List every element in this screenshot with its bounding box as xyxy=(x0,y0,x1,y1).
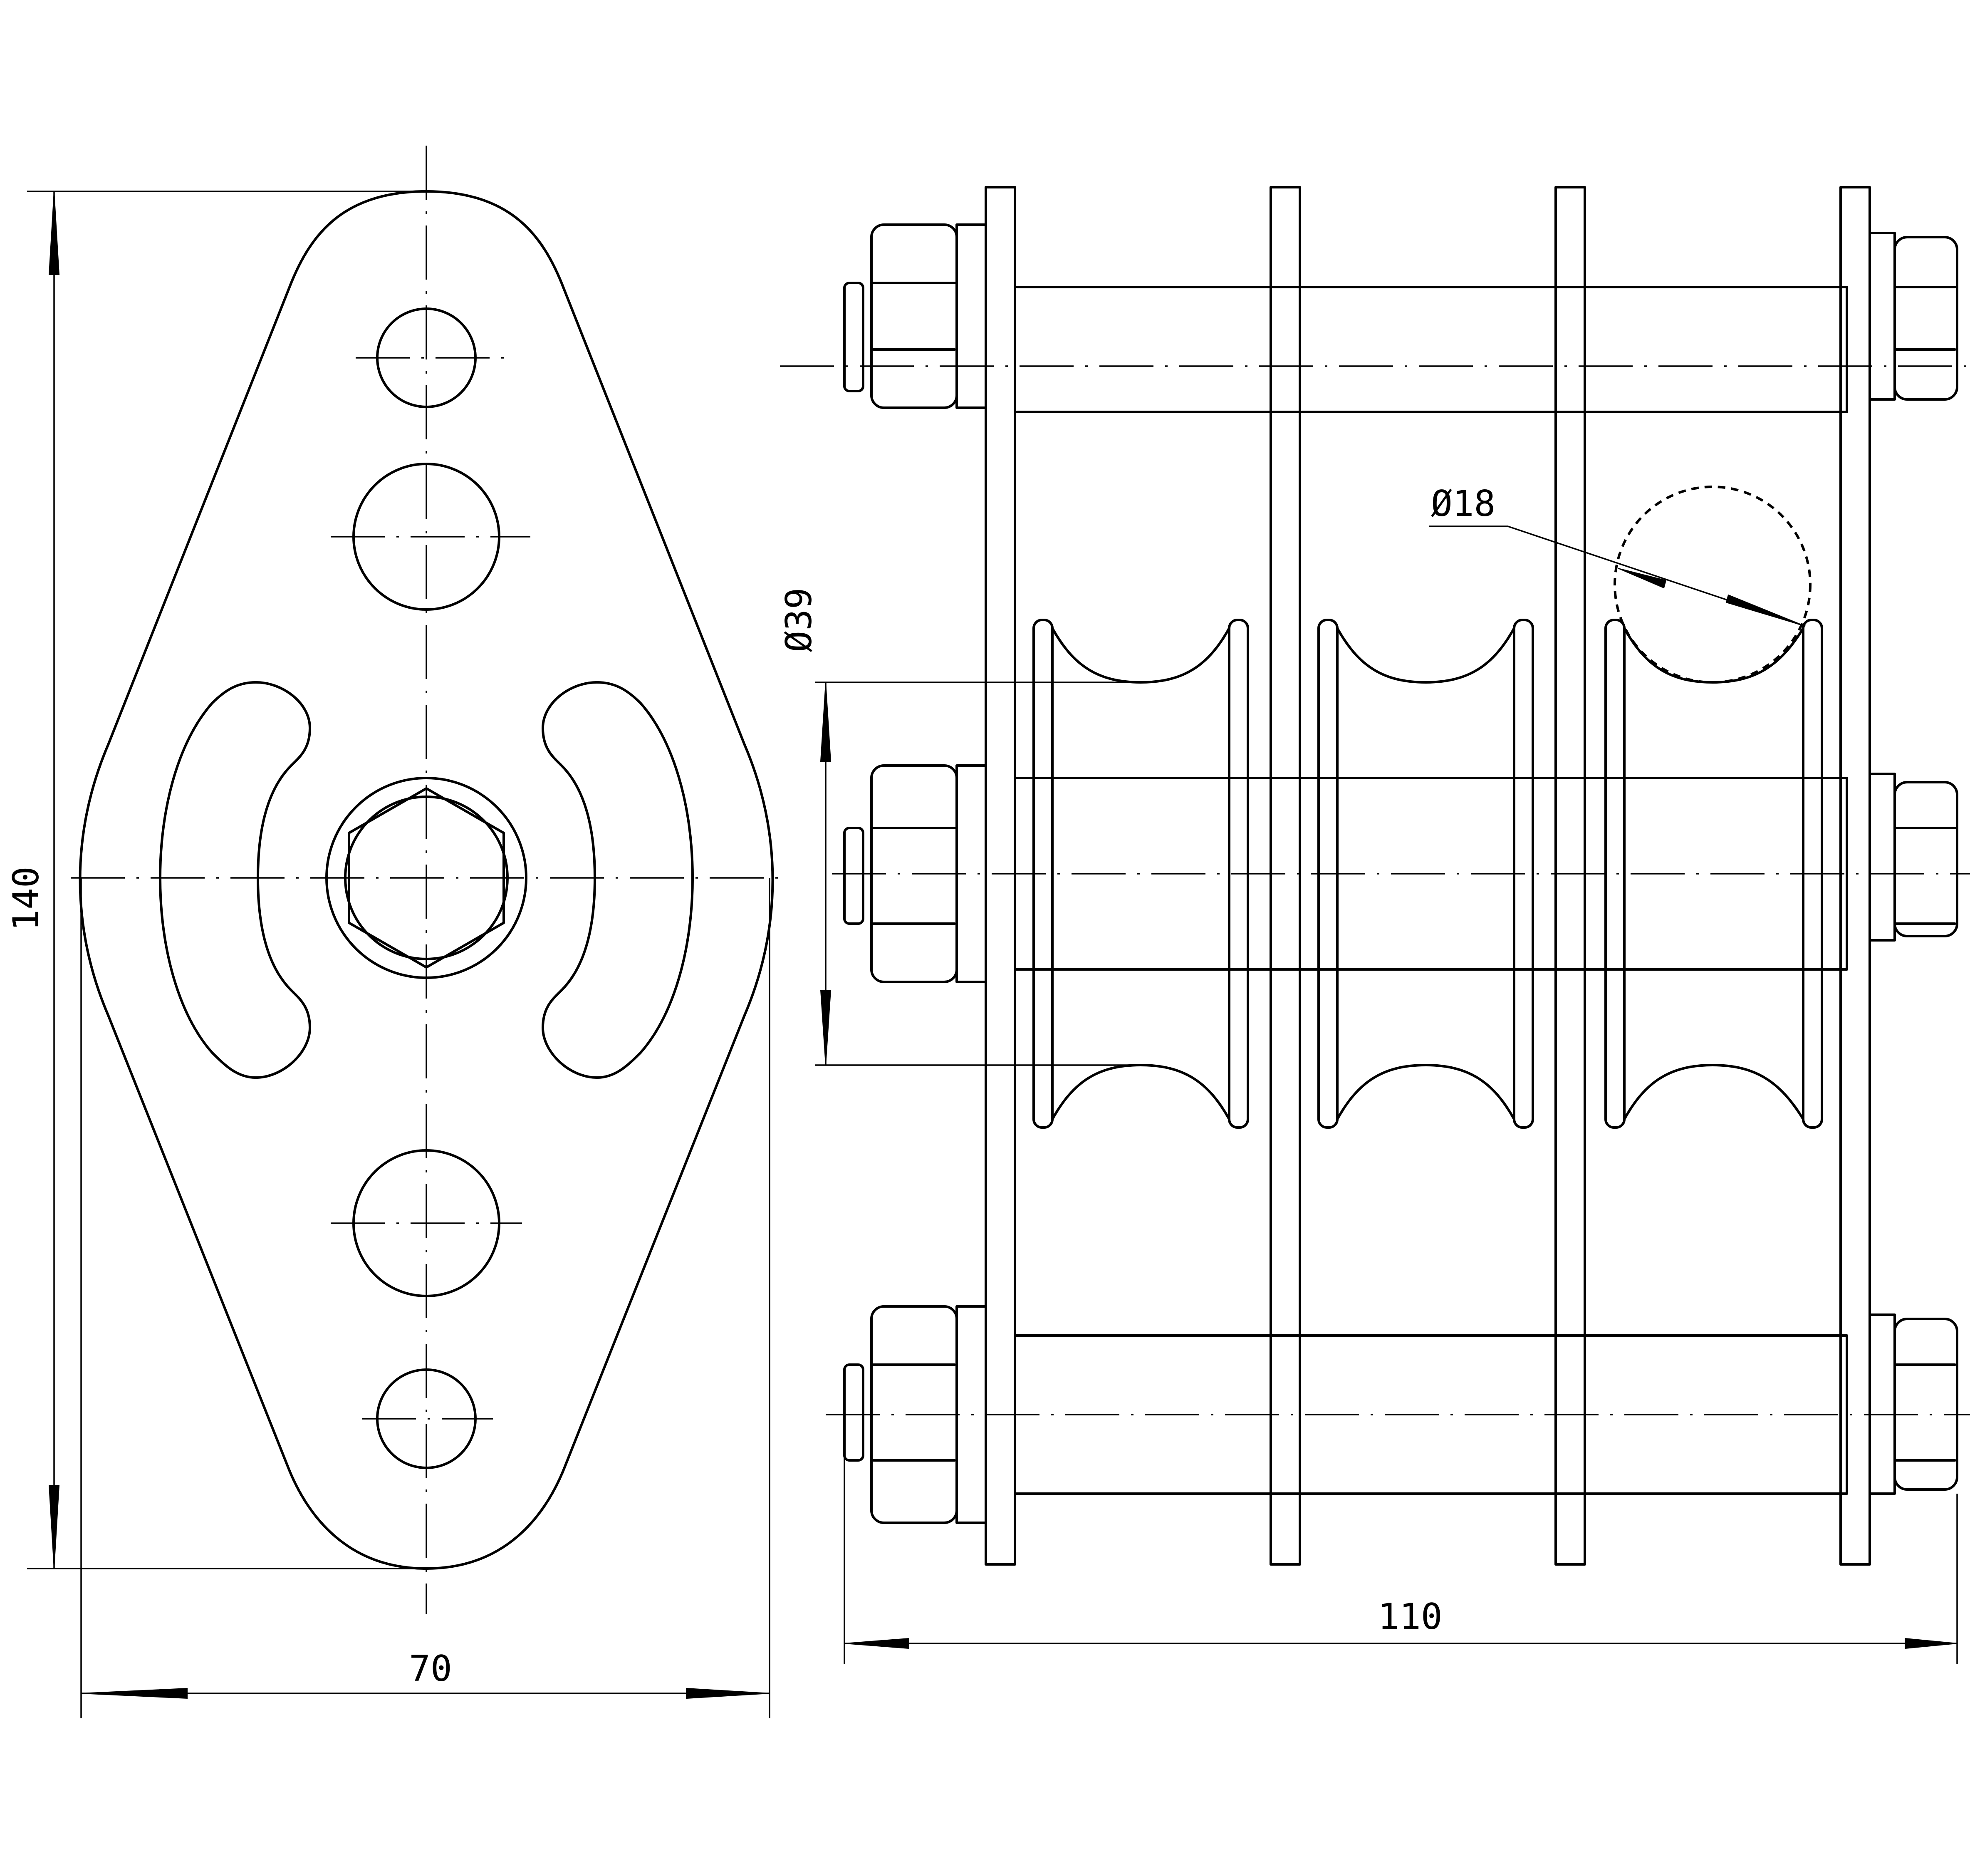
side-plate-1 xyxy=(985,186,1016,1566)
dimension-arrow xyxy=(820,682,832,762)
hex-nut xyxy=(1893,1318,1958,1491)
bolt-end xyxy=(843,282,864,392)
dimension-arrow xyxy=(844,1638,909,1649)
left-nut-top xyxy=(843,223,987,409)
bolt-end xyxy=(843,1363,864,1462)
sheave-groove-top xyxy=(1336,627,1515,684)
bolt-end xyxy=(843,827,864,925)
rope-diameter-label: Ø18 xyxy=(1431,483,1495,525)
dimension-arrow xyxy=(1618,568,1667,589)
sheave-groove-bottom xyxy=(1051,1064,1230,1120)
right-nut-middle xyxy=(1869,773,1958,942)
washer xyxy=(1869,232,1896,401)
sheave-groove-bottom xyxy=(1623,1064,1804,1120)
width-dimension-label: 70 xyxy=(409,1648,452,1690)
side-plate-2 xyxy=(1270,186,1301,1566)
sheave-groove-bottom xyxy=(1336,1064,1515,1120)
top-spacer-tube xyxy=(1014,286,1848,413)
right-nut-bottom xyxy=(1869,1313,1958,1495)
hex-nut xyxy=(870,223,958,409)
right-nut-top xyxy=(1869,232,1958,401)
sheave-groove-top xyxy=(1051,627,1230,684)
front-view: 140 70 xyxy=(5,146,782,1718)
dimension-arrow xyxy=(81,1688,188,1699)
dimension-arrow xyxy=(1905,1638,1958,1649)
height-dimension-label: 140 xyxy=(5,866,47,931)
side-view: Ø39 Ø18 110 xyxy=(778,186,1970,1664)
sheave-flange xyxy=(1604,619,1626,1129)
hex-nut xyxy=(1893,236,1958,401)
dimension-arrow xyxy=(1725,594,1806,627)
side-plate-3 xyxy=(1554,186,1586,1566)
hex-nut xyxy=(1893,781,1958,937)
rope-section-hidden xyxy=(1614,486,1812,684)
sheave-groove-top xyxy=(1623,627,1804,684)
washer xyxy=(1869,773,1896,942)
length-dimension-label: 110 xyxy=(1378,1596,1442,1638)
washer xyxy=(955,223,987,409)
side-plate-4 xyxy=(1839,186,1871,1566)
sheave-diameter-label: Ø39 xyxy=(778,587,820,652)
dimension-arrow xyxy=(48,1485,60,1569)
left-kidney-slot xyxy=(159,681,311,1079)
dimension-arrow xyxy=(820,990,832,1066)
washer xyxy=(1869,1313,1896,1495)
sheave-1 xyxy=(1032,619,1249,1129)
right-kidney-slot xyxy=(542,681,694,1079)
dimension-arrow xyxy=(48,191,60,275)
dimension-arrow xyxy=(686,1688,770,1699)
